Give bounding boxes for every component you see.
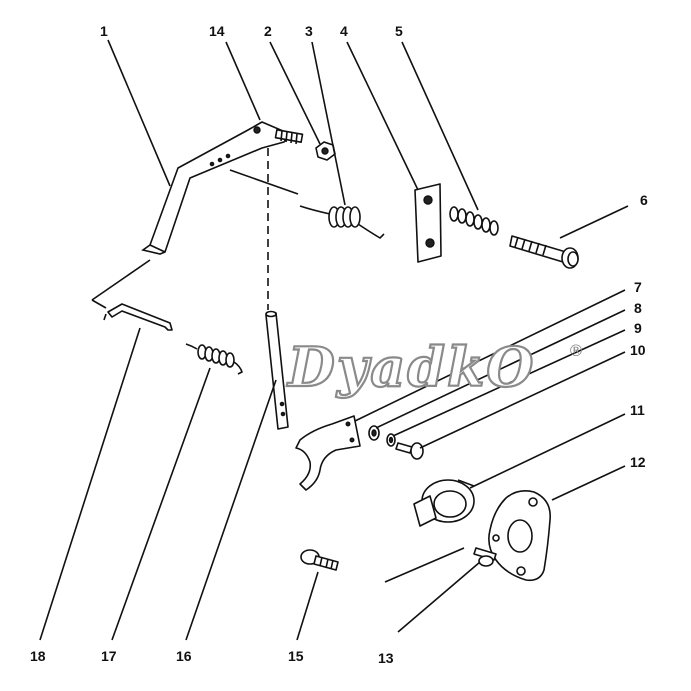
part-16-shaft xyxy=(265,310,289,430)
callout-4: 4 xyxy=(340,23,348,39)
callout-17: 17 xyxy=(101,648,117,664)
part-11-clamp xyxy=(413,479,475,527)
registered-mark: ® xyxy=(568,341,584,360)
callout-8: 8 xyxy=(634,300,642,316)
part-8-washer xyxy=(368,425,380,441)
callout-14: 14 xyxy=(209,23,225,39)
callout-16: 16 xyxy=(176,648,192,664)
callout-numbers: 1 14 2 3 4 5 6 7 8 9 10 11 12 13 15 16 1… xyxy=(30,23,648,666)
callout-11: 11 xyxy=(630,402,645,418)
watermark-text: DyadkO xyxy=(286,335,535,399)
callout-5: 5 xyxy=(395,23,403,39)
callout-10: 10 xyxy=(630,342,646,358)
callout-15: 15 xyxy=(288,648,304,664)
callout-7: 7 xyxy=(634,279,642,295)
part-13-pin xyxy=(473,547,497,567)
part-15-bolt xyxy=(300,549,339,571)
callout-1: 1 xyxy=(100,23,108,39)
callout-18: 18 xyxy=(30,648,46,664)
part-5-spring xyxy=(449,206,499,236)
callout-13: 13 xyxy=(378,650,394,666)
part-18-link-rod xyxy=(103,303,173,331)
part-3-torsion-spring xyxy=(299,205,385,240)
part-4-plate xyxy=(414,183,442,263)
callout-6: 6 xyxy=(640,192,648,208)
assembly-lines xyxy=(91,148,465,583)
part-9-lock-washer xyxy=(386,433,396,447)
callout-12: 12 xyxy=(630,454,646,470)
callout-2: 2 xyxy=(264,23,272,39)
part-14-stud xyxy=(274,129,304,145)
callout-3: 3 xyxy=(305,23,313,39)
part-6-adjusting-screw xyxy=(509,235,579,269)
part-12-flange xyxy=(488,490,551,582)
part-17-spring xyxy=(185,343,243,375)
part-7-fork xyxy=(295,415,361,491)
part-10-screw xyxy=(395,442,424,460)
leader-lines xyxy=(39,39,629,641)
callout-9: 9 xyxy=(634,320,642,336)
watermark: DyadkO ® xyxy=(285,334,584,400)
